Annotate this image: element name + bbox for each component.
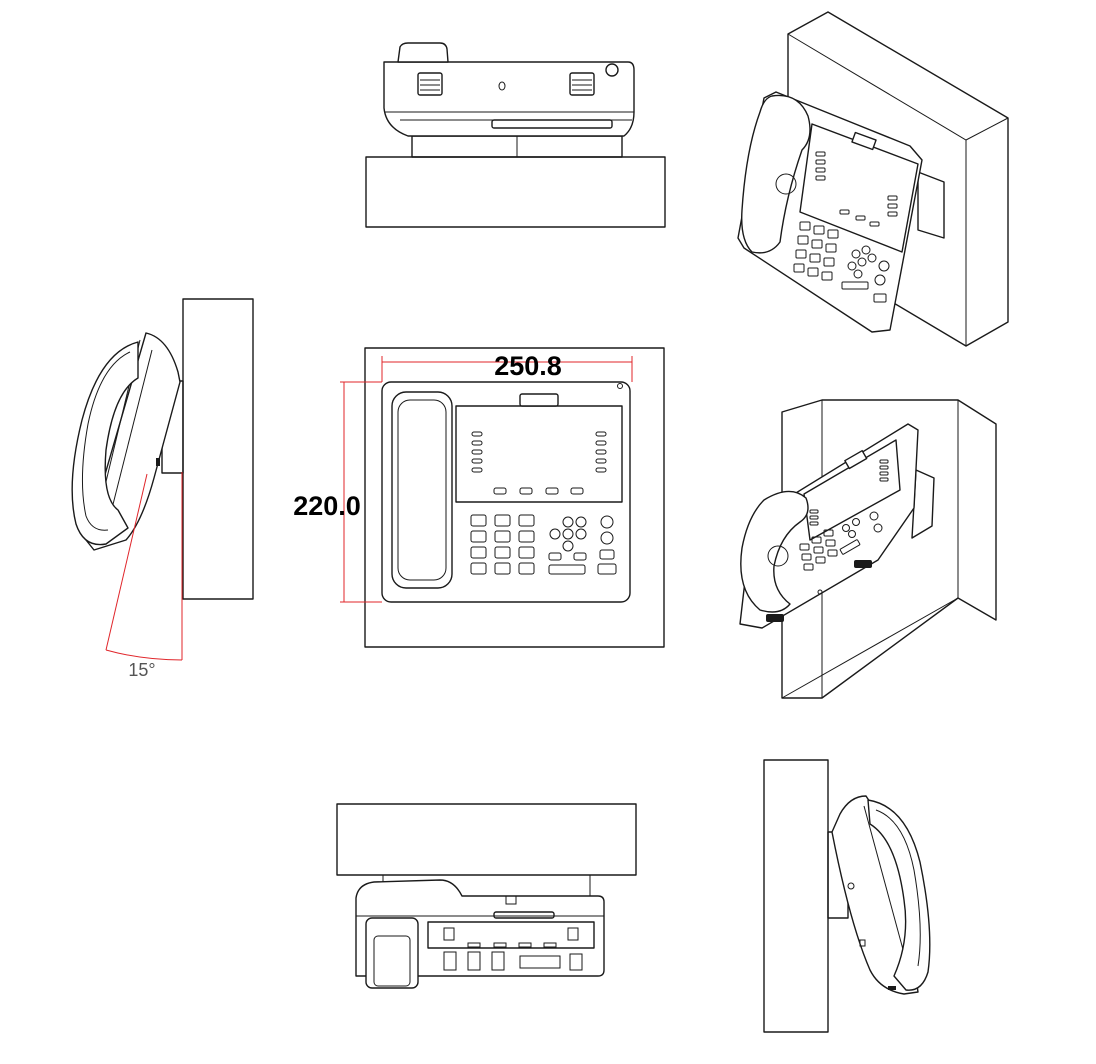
- front-view-screen-keys-right: [595, 431, 607, 473]
- top-view-hinge-right: [569, 72, 595, 96]
- front-view-screen-keys-left: [471, 431, 483, 473]
- iso-upper-handset: [741, 94, 811, 254]
- top-view-wall-block: [365, 156, 666, 228]
- height-dimension: [340, 381, 382, 603]
- angle-label: 15°: [128, 660, 155, 680]
- bottom-view-screen-edge: [427, 921, 595, 949]
- width-dimension-label: 250.8: [494, 351, 562, 381]
- left-view-wall-block: [182, 298, 254, 600]
- front-view-camera: [519, 393, 559, 407]
- top-view-handset-cradle: [397, 42, 449, 63]
- iso-lower-handset: [740, 490, 809, 613]
- front-view-screen: [455, 405, 623, 503]
- bottom-view: [336, 803, 637, 989]
- top-view-slot: [491, 119, 613, 129]
- iso-lower-keys: [799, 459, 889, 571]
- width-dimension: [381, 356, 633, 382]
- top-view-hinge-left: [417, 72, 443, 96]
- iso-lower-wall-block: [781, 399, 997, 699]
- front-view-soft-keys: [493, 487, 584, 495]
- front-view-keypad: [470, 514, 535, 575]
- left-side-view: 15°: [71, 298, 254, 680]
- right-side-view: [763, 759, 931, 1033]
- front-view-nav-cluster: [548, 516, 587, 575]
- right-view-handset: [867, 799, 931, 991]
- isometric-view-lower: [739, 399, 997, 699]
- iso-upper-keys: [793, 151, 898, 303]
- isometric-view-upper: [737, 11, 1009, 347]
- bottom-view-wall-block: [336, 803, 637, 876]
- bottom-view-keys: [443, 927, 583, 971]
- iso-upper-screen: [799, 123, 919, 253]
- front-view: 250.8 220.0: [293, 347, 665, 648]
- height-dimension-label: 220.0: [293, 491, 361, 521]
- top-view: [365, 42, 666, 228]
- left-view-handset: [71, 341, 139, 546]
- front-view-wall-plate: [364, 347, 665, 648]
- left-view-phone-body: [85, 332, 181, 551]
- right-view-wall-block: [763, 759, 829, 1033]
- front-view-handset: [391, 391, 453, 589]
